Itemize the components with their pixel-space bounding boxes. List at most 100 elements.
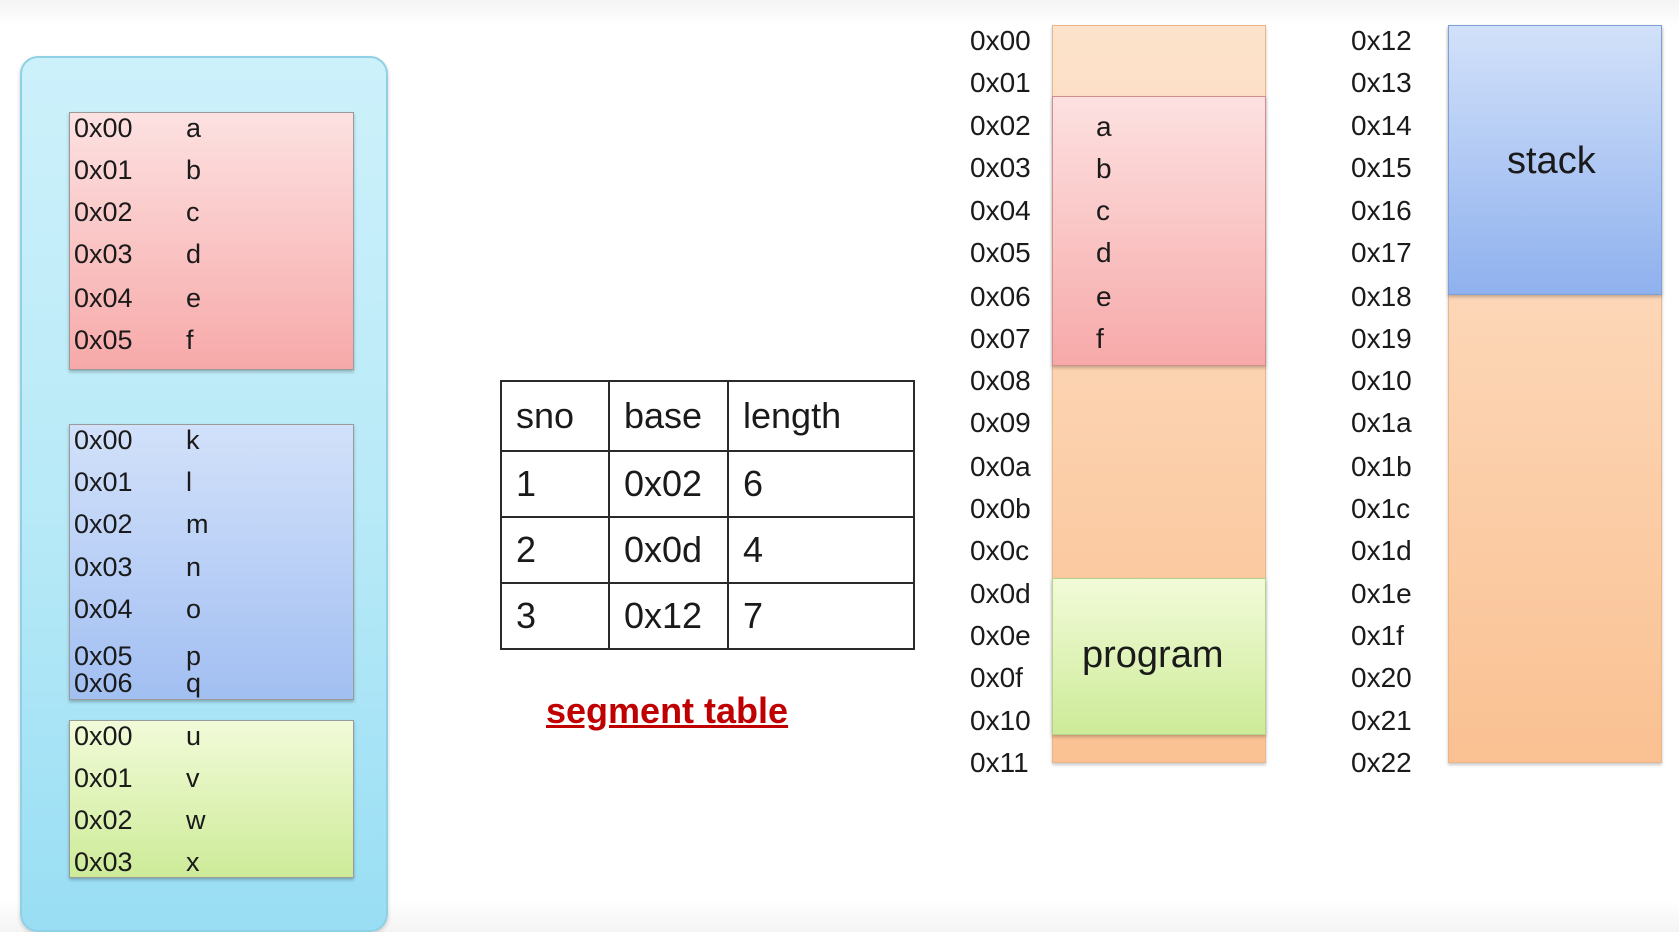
table-cell-base: 0x0d <box>608 516 729 584</box>
segment-value: f <box>186 325 194 355</box>
segment-row: 0x03 n <box>70 552 353 582</box>
memory-address: 0x0c <box>970 535 1030 566</box>
segment-row: 0x00 u <box>70 721 353 751</box>
memory-address: 0x10 <box>1351 365 1412 396</box>
memory-address: 0x01 <box>970 67 1031 98</box>
segment-value: x <box>186 847 200 877</box>
segment-value: m <box>186 509 209 539</box>
memory-address: 0x07 <box>970 323 1031 354</box>
segment-value: o <box>186 594 202 624</box>
logical-segment-3: 0x00 u 0x01 v 0x02 w 0x03 x <box>69 720 354 878</box>
segment-offset: 0x00 <box>74 425 133 455</box>
memory-address: 0x03 <box>970 152 1031 183</box>
segment-offset: 0x00 <box>74 113 133 143</box>
segment-value: p <box>186 641 202 671</box>
segment-row: 0x02 c <box>70 197 353 227</box>
memory-address: 0x20 <box>1351 662 1412 693</box>
segment-row: 0x01 b <box>70 155 353 185</box>
memory-address: 0x05 <box>970 237 1031 268</box>
memory-address: 0x19 <box>1351 323 1412 354</box>
segment-offset: 0x02 <box>74 805 133 835</box>
memory-address: 0x1e <box>1351 578 1412 609</box>
segment-row: 0x02 w <box>70 805 353 835</box>
table-cell-length: 4 <box>727 516 915 584</box>
table-cell-sno: 2 <box>500 516 610 584</box>
segment-row: 0x03 x <box>70 847 353 877</box>
memory-segment-1-block <box>1052 96 1266 366</box>
segment-value: u <box>186 721 202 751</box>
memory-cell: d <box>1096 237 1112 268</box>
table-cell-base: 0x12 <box>608 582 729 650</box>
stack-label: stack <box>1507 140 1596 182</box>
table-cell-sno: 1 <box>500 450 610 518</box>
memory-address: 0x1c <box>1351 493 1411 524</box>
segment-value: d <box>186 239 202 269</box>
table-cell-sno: 3 <box>500 582 610 650</box>
table-cell-base: 0x02 <box>608 450 729 518</box>
memory-address: 0x09 <box>970 407 1031 438</box>
segment-offset: 0x03 <box>74 847 133 877</box>
segment-value: w <box>186 805 206 835</box>
table-row: 2 0x0d 4 <box>500 516 915 584</box>
memory-address: 0x1d <box>1351 535 1412 566</box>
segment-offset: 0x05 <box>74 641 133 671</box>
memory-address: 0x02 <box>970 110 1031 141</box>
segment-value: n <box>186 552 202 582</box>
table-header-length: length <box>727 380 915 452</box>
segment-row: 0x03 d <box>70 239 353 269</box>
memory-address: 0x0a <box>970 451 1031 482</box>
segment-row: 0x01 v <box>70 763 353 793</box>
segment-offset: 0x02 <box>74 509 133 539</box>
segment-row: 0x05 p <box>70 641 353 671</box>
segment-offset: 0x02 <box>74 197 133 227</box>
memory-address: 0x0f <box>970 662 1023 693</box>
memory-address: 0x18 <box>1351 281 1412 312</box>
segment-row: 0x01 l <box>70 467 353 497</box>
memory-address: 0x06 <box>970 281 1031 312</box>
memory-address: 0x04 <box>970 195 1031 226</box>
segment-value: a <box>186 113 202 143</box>
segment-value: l <box>186 467 192 497</box>
memory-address: 0x0d <box>970 578 1031 609</box>
segment-row: 0x00 a <box>70 113 353 143</box>
segment-offset: 0x04 <box>74 594 133 624</box>
logical-segment-2: 0x00 k 0x01 l 0x02 m 0x03 n 0x04 o 0x05 … <box>69 424 354 700</box>
logical-address-space: 0x00 a 0x01 b 0x02 c 0x03 d 0x04 e 0x05 … <box>20 56 388 932</box>
memory-address: 0x11 <box>970 747 1029 778</box>
memory-cell: a <box>1096 111 1112 142</box>
segment-value: v <box>186 763 200 793</box>
table-header-base: base <box>608 380 729 452</box>
table-cell-length: 7 <box>727 582 915 650</box>
segment-row: 0x04 o <box>70 594 353 624</box>
segment-offset: 0x06 <box>74 668 133 698</box>
memory-address: 0x1b <box>1351 451 1412 482</box>
memory-address: 0x21 <box>1351 705 1412 736</box>
segment-row: 0x04 e <box>70 283 353 313</box>
segment-offset: 0x05 <box>74 325 133 355</box>
segment-value: q <box>186 668 202 698</box>
segment-row: 0x06 q <box>70 668 353 698</box>
segment-offset: 0x04 <box>74 283 133 313</box>
memory-stack-block <box>1448 25 1662 295</box>
memory-address: 0x16 <box>1351 195 1412 226</box>
segment-offset: 0x01 <box>74 763 133 793</box>
segment-table: sno base length 1 0x02 6 2 0x0d 4 3 0x12… <box>500 380 915 650</box>
segment-value: b <box>186 155 202 185</box>
memory-address: 0x08 <box>970 365 1031 396</box>
segment-value: e <box>186 283 202 313</box>
logical-segment-1: 0x00 a 0x01 b 0x02 c 0x03 d 0x04 e 0x05 … <box>69 112 354 370</box>
memory-cell: e <box>1096 281 1112 312</box>
table-cell-length: 6 <box>727 450 915 518</box>
segment-table-caption: segment table <box>546 690 789 731</box>
memory-address: 0x15 <box>1351 152 1412 183</box>
segment-offset: 0x01 <box>74 155 133 185</box>
memory-address: 0x12 <box>1351 25 1412 56</box>
memory-address: 0x13 <box>1351 67 1412 98</box>
segment-row: 0x02 m <box>70 509 353 539</box>
memory-address: 0x00 <box>970 25 1031 56</box>
segment-offset: 0x00 <box>74 721 133 751</box>
memory-cell: b <box>1096 153 1112 184</box>
segment-offset: 0x03 <box>74 239 133 269</box>
program-label: program <box>1082 634 1224 676</box>
memory-address: 0x10 <box>970 705 1031 736</box>
